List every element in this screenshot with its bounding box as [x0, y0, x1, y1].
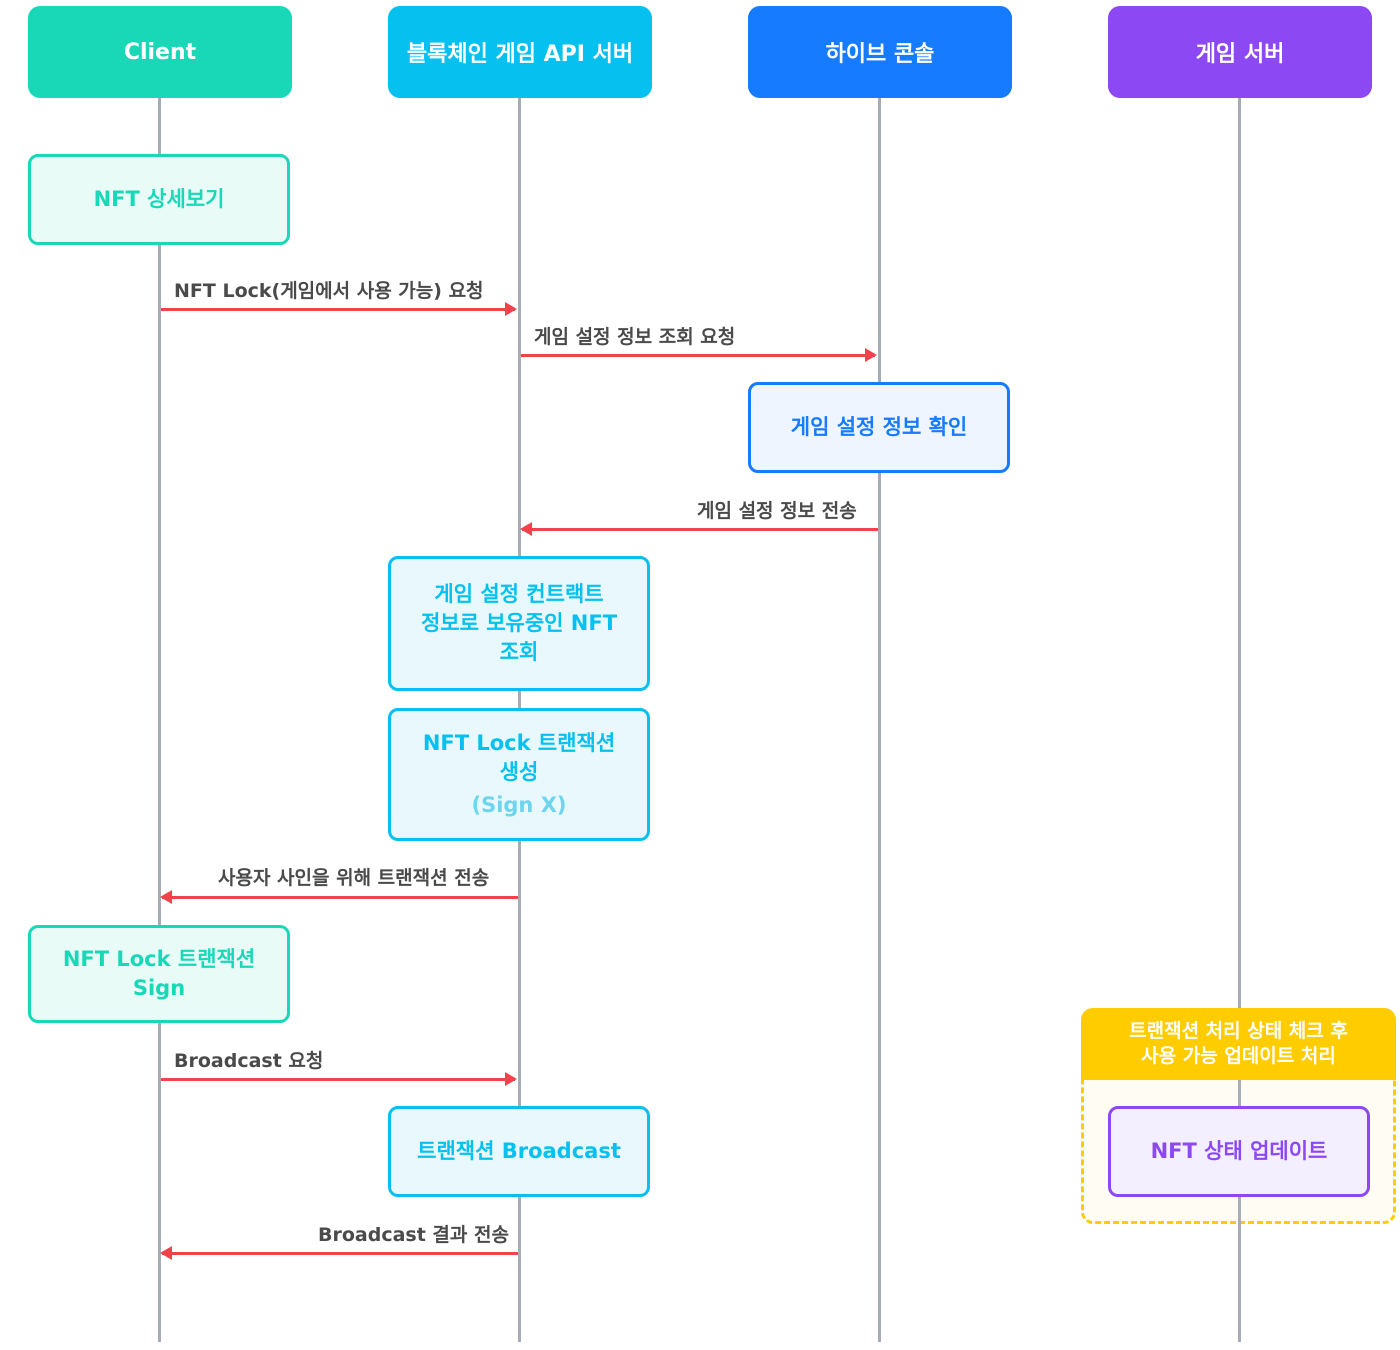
create-tx-line1: NFT Lock 트랜잭션 — [422, 731, 616, 755]
query-nft-line3: 조회 — [499, 640, 539, 664]
create-tx-box: NFT Lock 트랜잭션 생성 (Sign X) — [388, 708, 650, 841]
config-check-box: 게임 설정 정보 확인 — [748, 382, 1010, 473]
lock-request-arrow — [161, 302, 517, 316]
config-request-label: 게임 설정 정보 조회 요청 — [534, 326, 736, 348]
game-header: 게임 서버 — [1108, 6, 1372, 98]
config-check-text: 게임 설정 정보 확인 — [790, 415, 968, 439]
broadcast-tx-text: 트랜잭션 Broadcast — [417, 1139, 621, 1163]
group-title-line1: 트랜잭션 처리 상태 체크 후 — [1129, 1020, 1348, 1042]
sign-tx-box: NFT Lock 트랜잭션 Sign — [28, 925, 290, 1023]
send-for-sign-label: 사용자 사인을 위해 트랜잭션 전송 — [218, 867, 490, 889]
nft-status-update-text: NFT 상태 업데이트 — [1150, 1139, 1328, 1163]
client-lifeline — [158, 96, 161, 1342]
broadcast-request-label: Broadcast 요청 — [174, 1050, 324, 1072]
config-send-arrow — [520, 522, 878, 536]
broadcast-result-arrow — [160, 1246, 518, 1260]
config-request-arrow — [521, 348, 877, 362]
broadcast-request-arrow — [161, 1072, 517, 1086]
query-nft-line2: 정보로 보유중인 NFT — [420, 611, 618, 635]
query-nft-line1: 게임 설정 컨트랙트 — [434, 582, 604, 606]
game-lifeline — [1238, 96, 1241, 1342]
status-check-group-title: 트랜잭션 처리 상태 체크 후 사용 가능 업데이트 처리 — [1081, 1008, 1396, 1080]
broadcast-result-label: Broadcast 결과 전송 — [318, 1224, 509, 1246]
create-tx-line3: (Sign X) — [471, 793, 567, 817]
create-tx-line2: 생성 — [499, 760, 539, 784]
game-lifeline-over-group — [1238, 1080, 1241, 1342]
query-nft-box: 게임 설정 컨트랙트 정보로 보유중인 NFT 조회 — [388, 556, 650, 691]
lock-request-label: NFT Lock(게임에서 사용 가능) 요청 — [174, 280, 484, 302]
hive-lifeline — [878, 96, 881, 1342]
client-header: Client — [28, 6, 292, 98]
api-header: 블록체인 게임 API 서버 — [388, 6, 652, 98]
sign-tx-line2: Sign — [132, 976, 186, 1000]
sign-tx-line1: NFT Lock 트랜잭션 — [62, 947, 256, 971]
hive-header: 하이브 콘솔 — [748, 6, 1012, 98]
nft-detail-text: NFT 상세보기 — [93, 187, 225, 211]
group-title-line2: 사용 가능 업데이트 처리 — [1141, 1045, 1336, 1067]
config-send-label: 게임 설정 정보 전송 — [697, 500, 857, 522]
broadcast-tx-box: 트랜잭션 Broadcast — [388, 1106, 650, 1197]
nft-detail-box: NFT 상세보기 — [28, 154, 290, 245]
send-for-sign-arrow — [160, 890, 518, 904]
nft-status-update-box: NFT 상태 업데이트 — [1108, 1106, 1370, 1197]
